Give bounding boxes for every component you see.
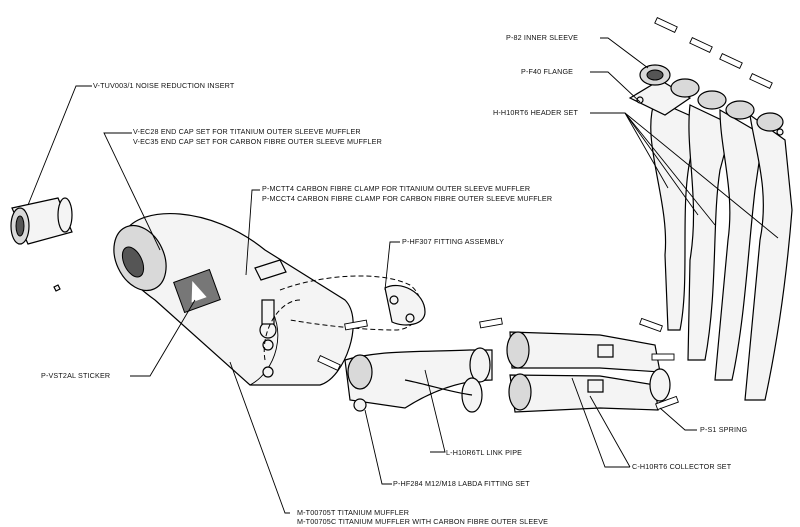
part-labels: P-82 INNER SLEEVE P-F40 FLANGE H-H10RT6 … [41, 33, 747, 526]
noise-reduction-insert [10, 197, 73, 292]
label-inner-sleeve: P-82 INNER SLEEVE [506, 33, 578, 42]
label-muffler-cf: M-T00705C TITANIUM MUFFLER WITH CARBON F… [297, 517, 548, 526]
header-set [628, 64, 793, 401]
label-muffler-ti: M-T00705T TITANIUM MUFFLER [297, 508, 409, 517]
label-sticker: P-VST2AL STICKER [41, 371, 110, 380]
springs [317, 17, 773, 411]
label-spring: P-S1 SPRING [700, 425, 747, 434]
titanium-muffler [113, 212, 354, 386]
label-header-set: H-H10RT6 HEADER SET [493, 108, 578, 117]
label-endcap-cf: V-EC35 END CAP SET FOR CARBON FIBRE OUTE… [133, 137, 382, 146]
leader-lines [27, 37, 779, 514]
label-noise-insert: V-TUV003/1 NOISE REDUCTION INSERT [93, 81, 235, 90]
label-endcap-ti: V-EC28 END CAP SET FOR TITANIUM OUTER SL… [133, 127, 361, 136]
label-labda: P-HF284 M12/M18 LABDA FITTING SET [393, 479, 530, 488]
label-clamp-ti: P-MCTT4 CARBON FIBRE CLAMP FOR TITANIUM … [262, 184, 530, 193]
label-clamp-cf: P-MCCT4 CARBON FIBRE CLAMP FOR CARBON FI… [262, 194, 552, 203]
label-flange: P-F40 FLANGE [521, 67, 573, 76]
fitting-assembly [263, 275, 426, 361]
label-fitting: P-HF307 FITTING ASSEMBLY [402, 237, 504, 246]
label-link-pipe: L-H10R6TL LINK PIPE [446, 448, 522, 457]
label-collector: C-H10RT6 COLLECTOR SET [632, 462, 732, 471]
link-pipe [344, 347, 493, 413]
collector-set [506, 331, 671, 413]
